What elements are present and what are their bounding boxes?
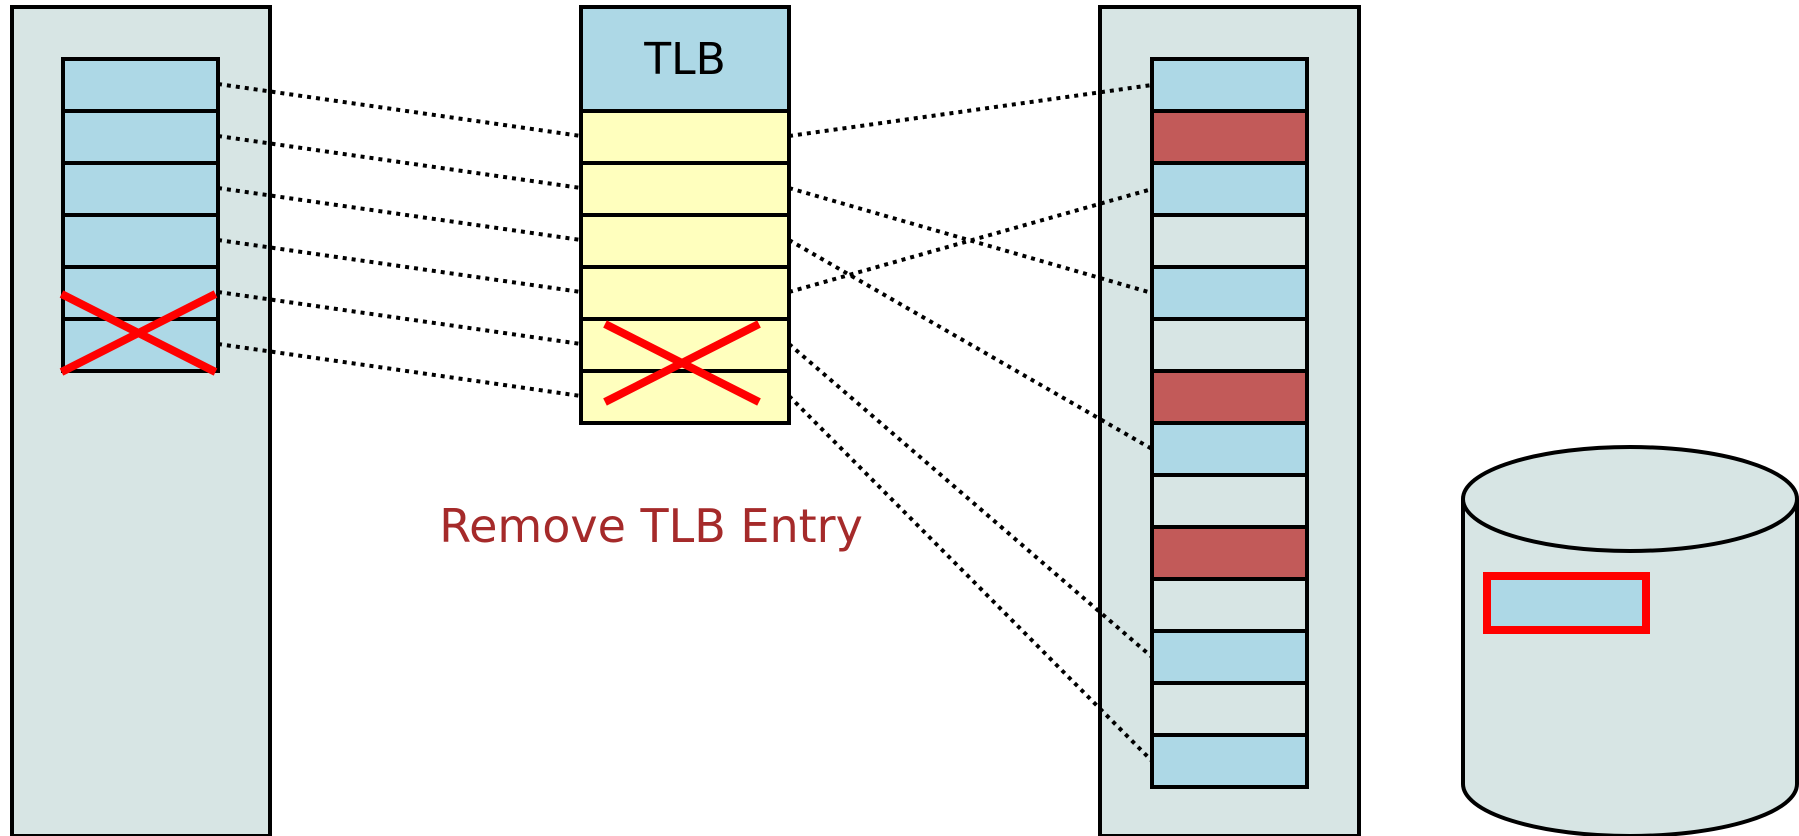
virtual-to-tlb-line <box>217 186 582 242</box>
physical-frame <box>1150 733 1309 789</box>
physical-frame-table <box>1150 57 1309 789</box>
physical-frame <box>1150 213 1309 269</box>
caption: Remove TLB Entry <box>439 499 863 553</box>
removal-crosses <box>59 290 761 406</box>
tlb-entry-removed-cross <box>603 320 761 406</box>
physical-frame <box>1150 525 1309 581</box>
tlb-to-frame-line <box>787 394 1154 763</box>
physical-frame <box>1150 681 1309 737</box>
virtual-to-tlb-line <box>217 290 582 346</box>
tlb-entry <box>579 161 791 217</box>
physical-frame <box>1150 161 1309 217</box>
virtual-page <box>61 265 220 321</box>
virtual-page-table <box>61 57 220 373</box>
tlb-to-frame-line <box>788 83 1153 138</box>
tlb-entry <box>579 213 791 269</box>
physical-frame <box>1150 577 1309 633</box>
virtual-to-tlb-line <box>217 238 582 294</box>
physical-frame <box>1150 369 1309 425</box>
virtual-to-tlb-line <box>217 342 582 398</box>
tlb-to-frame-line <box>788 238 1153 451</box>
physical-frame <box>1150 109 1309 165</box>
tlb-to-frame-line <box>787 342 1154 659</box>
tlb-entry <box>579 265 791 321</box>
virtual-page <box>61 213 220 269</box>
virtual-to-tlb-line <box>217 82 582 138</box>
physical-frame <box>1150 473 1309 529</box>
virtual-page <box>61 161 220 217</box>
virtual-page <box>61 57 220 113</box>
swapped-page <box>1483 572 1650 634</box>
disk <box>1461 445 1799 836</box>
tlb-title: TLB <box>643 34 726 85</box>
physical-frame <box>1150 629 1309 685</box>
cross-stroke <box>603 320 761 406</box>
virtual-page <box>61 109 220 165</box>
physical-frame <box>1150 265 1309 321</box>
tlb-entry <box>579 109 791 165</box>
physical-frame <box>1150 317 1309 373</box>
physical-frame <box>1150 421 1309 477</box>
disk-top <box>1461 445 1799 553</box>
cross-stroke <box>59 290 218 376</box>
virtual-to-tlb-line <box>217 134 582 190</box>
physical-frame <box>1150 57 1309 113</box>
tlb-entries <box>579 109 791 425</box>
mapping-lines <box>217 82 1154 763</box>
virtual-page-removed-cross <box>59 290 218 376</box>
